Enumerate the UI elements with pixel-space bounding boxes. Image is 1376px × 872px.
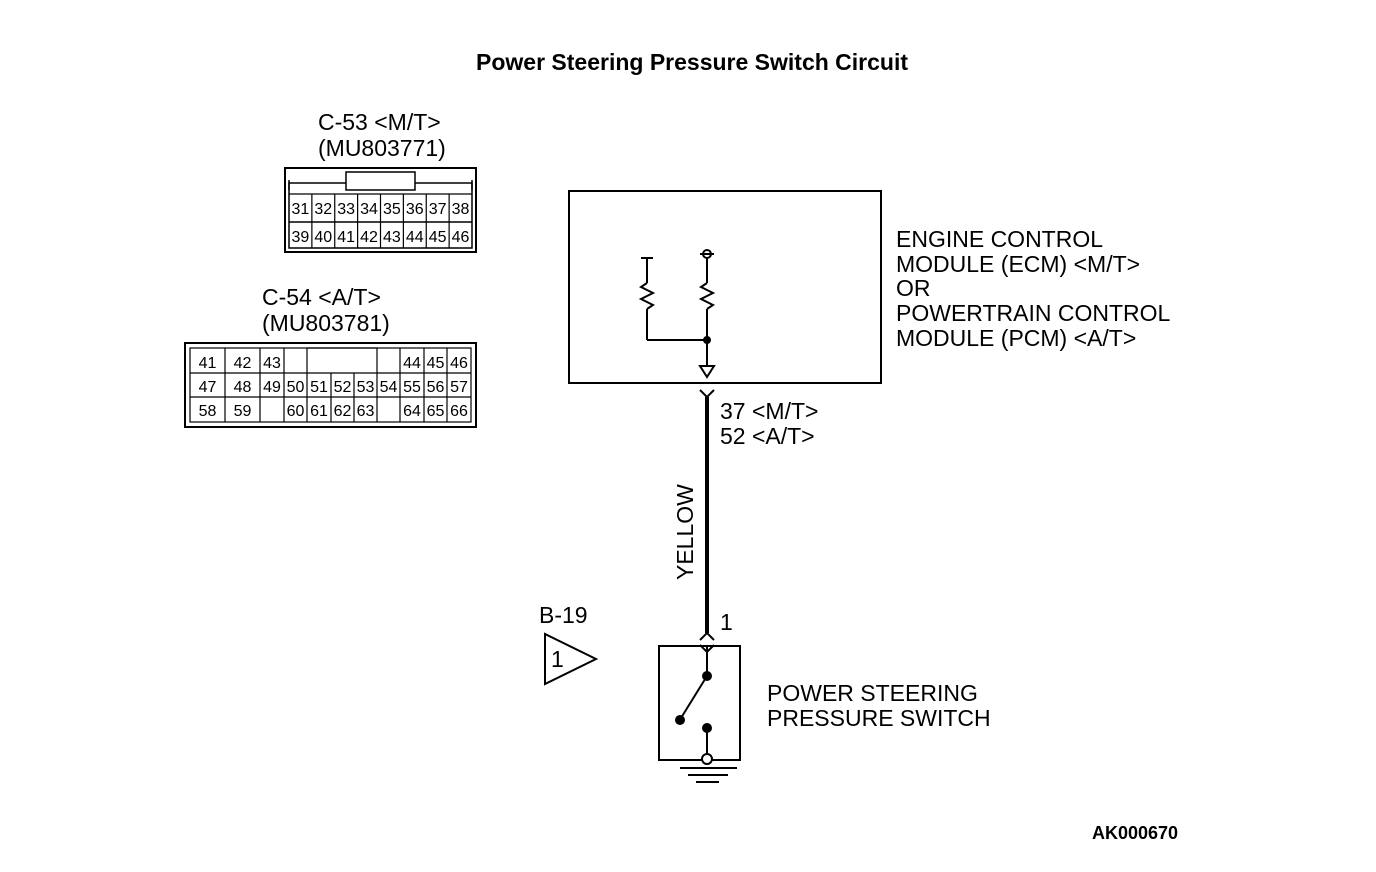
switch-label-line1: POWER STEERING [767,680,978,706]
c54-pin: 60 [287,403,305,420]
switch-connector-pin: 1 [551,646,564,672]
switch-pin-label: 1 [720,609,733,635]
c54-pin: 65 [427,403,445,420]
c53-pin: 44 [406,229,424,246]
c54-pin: 42 [234,355,252,372]
c53-pin: 46 [452,229,470,246]
c54-pin: 55 [403,379,421,396]
c53-pin: 33 [337,201,355,218]
c53-pin: 41 [337,229,355,246]
c54-pin: 58 [199,403,217,420]
c54-pin: 66 [450,403,468,420]
yellow-wire [699,389,715,654]
c54-pin: 62 [334,403,352,420]
c54-pin: 59 [234,403,252,420]
c54-pin: 47 [199,379,217,396]
c54-pin: 51 [310,379,328,396]
c54-pin: 48 [234,379,252,396]
c54-pin: 57 [450,379,468,396]
c54-pin: 63 [357,403,375,420]
connector-c54 [184,342,477,428]
c53-pin: 43 [383,229,401,246]
figure-reference: AK000670 [1092,823,1179,843]
c54-pin: 52 [334,379,352,396]
c53-pin: 32 [314,201,332,218]
module-label-line5: MODULE (PCM) <A/T> [896,325,1137,351]
c53-pin: 39 [292,229,310,246]
c53-pin: 35 [383,201,401,218]
switch-connector-symbol [544,632,599,686]
c53-pin: 36 [406,201,424,218]
c54-pin: 61 [310,403,328,420]
c54-pin: 53 [357,379,375,396]
pressure-switch-box [658,645,741,783]
module-label-line3: OR [896,275,931,301]
switch-label-line2: PRESSURE SWITCH [767,705,991,731]
terminal-label-at: 52 <A/T> [720,423,815,449]
module-label-line2: MODULE (ECM) <M/T> [896,251,1141,277]
c54-pin: 50 [287,379,305,396]
c53-part-number: (MU803771) [318,135,446,161]
c54-pin: 45 [427,355,445,372]
c53-pin: 31 [292,201,310,218]
c54-part-number: (MU803781) [262,310,390,336]
c53-pin: 38 [452,201,470,218]
switch-connector-label: B-19 [539,602,588,628]
c53-label: C-53 <M/T> [318,109,441,135]
module-label-line4: POWERTRAIN CONTROL [896,300,1171,326]
c53-pin: 34 [360,201,378,218]
c54-pin: 44 [403,355,421,372]
c54-pin: 41 [199,355,217,372]
c54-label: C-54 <A/T> [262,284,381,310]
connector-c53 [284,167,477,253]
module-label-line1: ENGINE CONTROL [896,226,1104,252]
c53-pin: 42 [360,229,378,246]
c54-pin: 54 [380,379,398,396]
diagram-title: Power Steering Pressure Switch Circuit [476,49,909,75]
c54-pin-grid: 41 42 43 44 45 46 47 48 49 50 51 52 53 54 55 56 57 58 59 60… [199,355,468,420]
c54-pin: 46 [450,355,468,372]
c54-pin: 64 [403,403,421,420]
c54-pin: 49 [263,379,281,396]
c54-pin: 56 [427,379,445,396]
control-module-box [568,190,882,384]
c53-pin: 37 [429,201,447,218]
c53-pin: 40 [314,229,332,246]
terminal-label-mt: 37 <M/T> [720,398,819,424]
c53-pin: 45 [429,229,447,246]
c54-pin: 43 [263,355,281,372]
